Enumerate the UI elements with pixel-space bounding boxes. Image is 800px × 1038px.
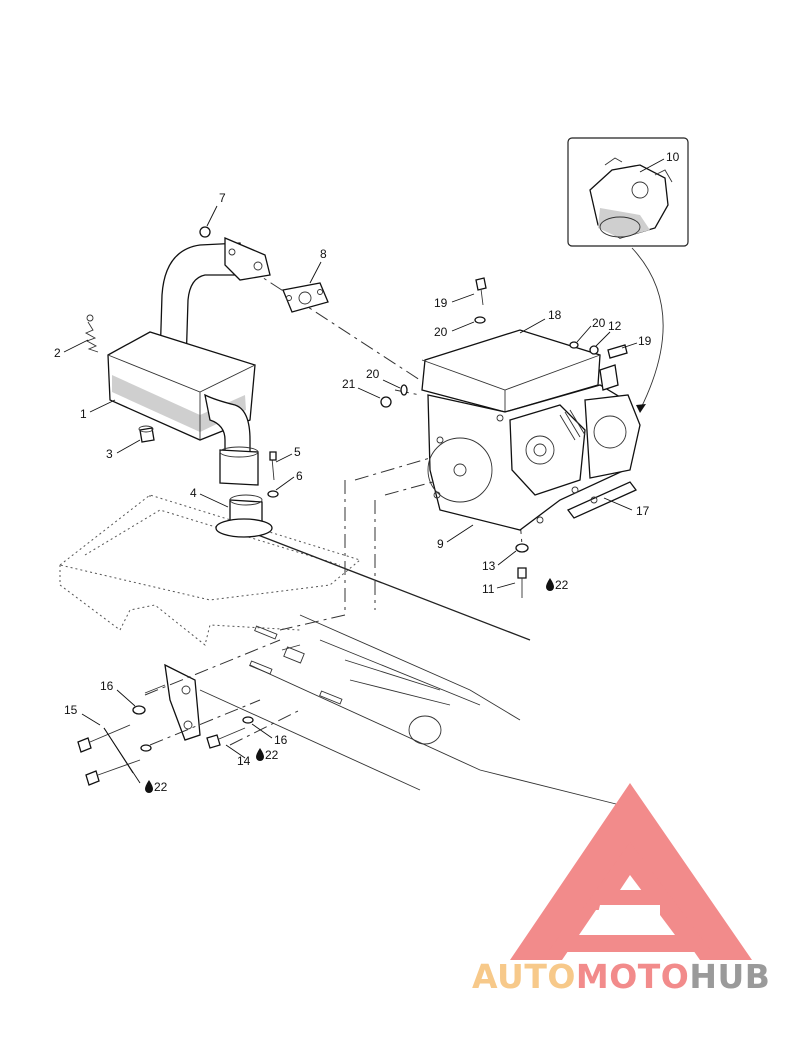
engine-fasteners: [380, 277, 628, 598]
callout-1: 1: [80, 407, 87, 421]
callout-20c: 20: [366, 367, 380, 381]
callout-22b: 22: [265, 748, 279, 762]
plate-17: [566, 481, 638, 519]
adhesive-drop-icon: [145, 578, 554, 793]
muffler-assembly: [84, 226, 329, 538]
watermark-logo: AUTOMOTOHUB: [472, 783, 770, 996]
callout-6: 6: [296, 469, 303, 483]
callout-15: 15: [64, 703, 78, 717]
callout-5: 5: [294, 445, 301, 459]
carburetor-inset: [567, 137, 689, 413]
callout-16a: 16: [100, 679, 114, 693]
engine-assembly: [421, 329, 641, 531]
callout-16b: 16: [274, 733, 288, 747]
callout-19a: 19: [434, 296, 448, 310]
callout-17: 17: [636, 504, 650, 518]
callout-9: 9: [437, 537, 444, 551]
callout-2: 2: [54, 346, 61, 360]
callout-labels: 1 2 3 4 5 6 7 8 9 10 11 12 13 14 15 16 1…: [54, 150, 680, 794]
callout-22c: 22: [154, 780, 168, 794]
callout-20b: 20: [592, 316, 606, 330]
callout-13: 13: [482, 559, 496, 573]
callout-7: 7: [219, 191, 226, 205]
callout-22a: 22: [555, 578, 569, 592]
callout-21: 21: [342, 377, 356, 391]
callout-3: 3: [106, 447, 113, 461]
watermark-auto: AUTO: [472, 957, 576, 996]
callout-10: 10: [666, 150, 680, 164]
callout-8: 8: [320, 247, 327, 261]
watermark-hub: HUB: [689, 957, 770, 996]
callout-18: 18: [548, 308, 562, 322]
callout-14: 14: [237, 754, 251, 768]
watermark-moto: MOTO: [576, 957, 689, 996]
chassis-frame: [58, 494, 621, 806]
callout-12: 12: [608, 319, 622, 333]
callout-20a: 20: [434, 325, 448, 339]
callout-19b: 19: [638, 334, 652, 348]
callout-leaders: [63, 158, 665, 784]
callout-11: 11: [482, 582, 495, 596]
watermark-text: AUTOMOTOHUB: [472, 957, 770, 996]
mount-bolts: [77, 644, 301, 786]
callout-4: 4: [190, 486, 197, 500]
